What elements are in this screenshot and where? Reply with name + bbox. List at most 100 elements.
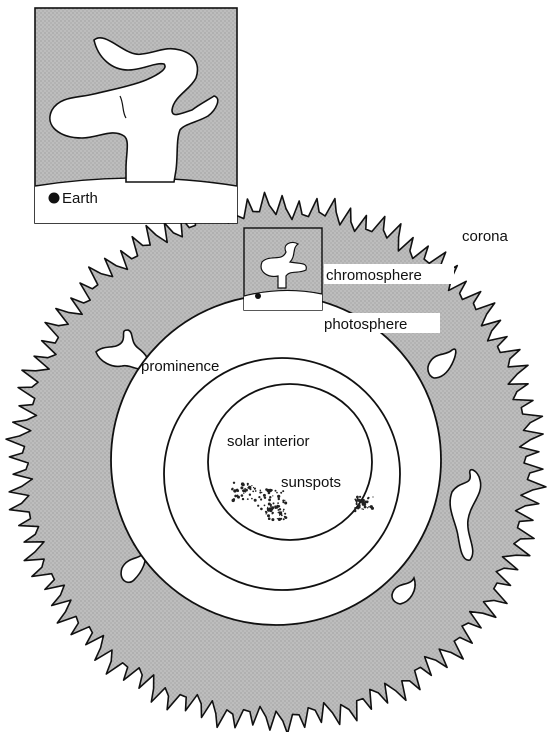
sunspot-speck [254, 488, 256, 490]
sunspot-speck [285, 516, 288, 519]
sunspot-speck [267, 508, 269, 510]
sunspot-speck [268, 492, 271, 495]
sunspot-speck [279, 515, 280, 516]
sunspot-speck [257, 505, 259, 507]
sunspot-speck [236, 489, 239, 492]
sunspot-speck [370, 506, 371, 507]
sunspot-speck [281, 514, 283, 516]
sunspot-speck [264, 497, 265, 498]
sunspot-speck [354, 507, 356, 509]
corona-label: corona [462, 228, 509, 245]
sunspot-speck [241, 494, 244, 497]
sunspot-speck [233, 482, 235, 484]
sunspot-speck [364, 501, 367, 504]
sunspot-speck [277, 502, 279, 504]
sunspot-speck [285, 503, 287, 505]
sunspot-speck [354, 499, 356, 501]
zoom-box-earth-dot [255, 293, 261, 299]
sunspot-speck [358, 506, 361, 509]
photosphere-disc [111, 295, 441, 625]
sunspot-speck [364, 506, 367, 509]
sunspot-speck [265, 513, 266, 514]
sunspot-speck [275, 490, 277, 492]
sunspot-speck [370, 505, 373, 508]
sunspot-speck [271, 518, 274, 521]
sunspot-speck [283, 509, 285, 511]
sunspot-speck [268, 499, 271, 502]
sunspot-speck [245, 489, 248, 492]
sunspot-speck [242, 490, 244, 492]
sunspot-speck [271, 507, 273, 509]
sunspot-speck [363, 509, 364, 510]
sunspot-speck [260, 490, 262, 492]
sunspot-speck [277, 518, 278, 519]
sunspot-speck [269, 496, 271, 498]
sunspot-speck [243, 493, 244, 494]
sunspot-speck [267, 489, 268, 490]
sunspot-speck [260, 508, 263, 511]
earth-label: Earth [62, 190, 98, 207]
sunspot-speck [356, 503, 357, 504]
sunspot-speck [272, 513, 273, 514]
sunspot-speck [282, 501, 284, 503]
chromosphere-label: chromosphere [326, 267, 422, 284]
sunspot-speck [233, 499, 235, 501]
sunspot-speck [368, 506, 370, 508]
inset-magnified-view: Earth [35, 8, 237, 223]
sunspot-speck [252, 491, 254, 493]
sunspot-speck [272, 495, 273, 496]
sunspot-speck [277, 495, 280, 498]
sunspot-speck [274, 505, 276, 507]
earth-dot [49, 193, 60, 204]
sunspot-speck [359, 496, 361, 498]
sunspots-label: sunspots [281, 474, 341, 491]
sunspot-speck [247, 498, 249, 500]
sunspot-speck [270, 505, 272, 507]
sunspot-speck [231, 488, 233, 490]
sunspot-speck [280, 511, 282, 513]
sunspot-speck [358, 499, 361, 502]
sunspot-speck [278, 518, 281, 521]
sunspot-speck [255, 490, 257, 492]
sunspot-speck [372, 496, 373, 497]
prominence-label: prominence [141, 358, 219, 375]
sunspot-speck [368, 497, 370, 499]
sunspot-speck [358, 504, 361, 507]
sunspot-speck [356, 496, 359, 499]
sunspot-speck [240, 486, 243, 489]
sunspot-speck [279, 511, 280, 512]
sunspot-speck [263, 494, 266, 497]
sunspot-speck [361, 508, 362, 509]
zoom-box [244, 228, 322, 310]
sunspot-speck [283, 510, 284, 511]
sunspot-speck [254, 499, 257, 502]
sunspot-speck [264, 505, 266, 507]
sunspot-speck [268, 503, 271, 506]
sunspot-speck [367, 501, 368, 502]
sunspot-speck [248, 486, 251, 489]
sunspot-speck [265, 511, 267, 513]
sunspot-speck [283, 518, 285, 520]
sunspot-speck [234, 495, 237, 498]
sunspot-speck [251, 485, 252, 486]
sunspot-speck [354, 510, 357, 513]
sunspot-speck [242, 498, 244, 500]
sunspot-speck [276, 492, 278, 494]
sunspot-speck [237, 496, 240, 499]
sunspot-speck [278, 509, 280, 511]
sunspot-speck [253, 487, 254, 488]
sunspot-speck [276, 506, 278, 508]
sunspot-speck [242, 483, 245, 486]
sunspot-speck [367, 507, 368, 508]
sunspot-speck [268, 517, 271, 520]
sunspot-speck [361, 501, 364, 504]
sunspot-speck [247, 484, 249, 486]
sunspot-speck [259, 491, 261, 493]
sunspot-speck [258, 496, 260, 498]
solar-interior-label: solar interior [227, 433, 310, 450]
sunspot-speck [273, 502, 275, 504]
sunspot-speck [284, 513, 286, 515]
sunspot-speck [267, 514, 270, 517]
sunspot-speck [260, 498, 262, 500]
